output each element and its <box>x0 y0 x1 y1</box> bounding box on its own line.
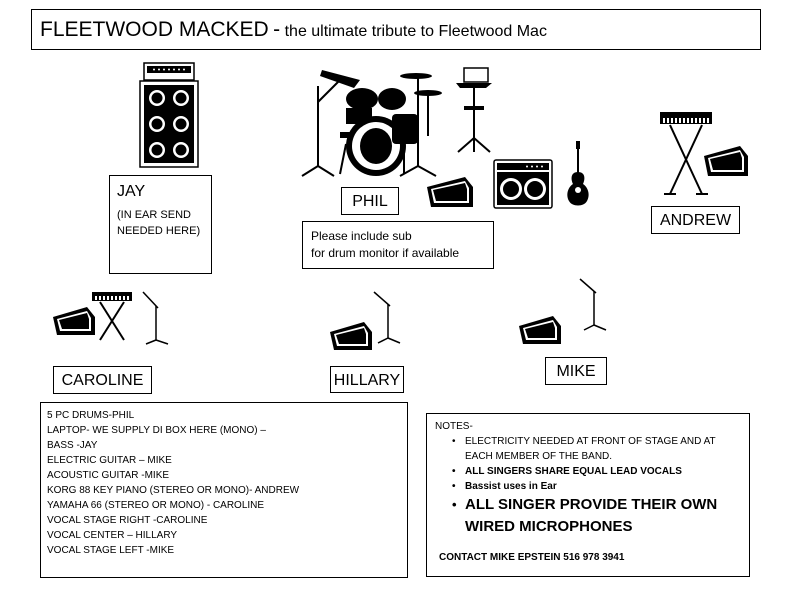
hillary-monitor-wedge-icon <box>330 322 372 350</box>
drum-kit-icon <box>301 70 442 177</box>
input-line: LAPTOP- WE SUPPLY DI BOX HERE (MONO) – <box>47 425 266 436</box>
laptop-stand-icon <box>456 67 492 153</box>
input-line: BASS -JAY <box>47 440 98 451</box>
jay-label-box: JAY (IN EAR SEND NEEDED HERE) <box>109 175 212 274</box>
hillary-mic-stand-icon <box>373 291 401 344</box>
input-list-box: 5 PC DRUMS-PHIL LAPTOP- WE SUPPLY DI BOX… <box>40 402 408 578</box>
input-line: ELECTRIC GUITAR – MIKE <box>47 455 172 466</box>
title-subtitle: the ultimate tribute to Fleetwood Mac <box>284 23 547 40</box>
bullet-icon: • <box>452 497 457 512</box>
phil-note-line-1: Please include sub <box>311 229 412 243</box>
caroline-name: CAROLINE <box>53 366 152 394</box>
guitar-amp-icon <box>493 159 553 209</box>
note-line: ALL SINGERS SHARE EQUAL LEAD VOCALS <box>465 466 682 477</box>
caroline-mic-stand-icon <box>142 291 169 345</box>
note-line: ELECTRICITY NEEDED AT FRONT OF STAGE AND… <box>465 436 716 447</box>
note-item: • ALL SINGER PROVIDE THEIR OWN WIRED MIC… <box>435 494 749 538</box>
input-line: VOCAL STAGE RIGHT -CAROLINE <box>47 515 208 526</box>
acoustic-guitar-icon <box>567 141 589 206</box>
input-line: KORG 88 KEY PIANO (STEREO OR MONO)- ANDR… <box>47 485 300 496</box>
phil-note-line-2: for drum monitor if available <box>311 246 460 260</box>
notes-box: NOTES- • ELECTRICITY NEEDED AT FRONT OF … <box>426 413 750 577</box>
mike-monitor-wedge-icon <box>519 316 561 344</box>
note-item: • ELECTRICITY NEEDED AT FRONT OF STAGE A… <box>435 434 749 464</box>
note-line: WIRED MICROPHONES <box>465 518 633 535</box>
title-box: FLEETWOOD MACKED - the ultimate tribute … <box>31 9 761 50</box>
phil-monitor-wedge-icon <box>427 177 473 207</box>
bullet-icon: • <box>452 466 456 477</box>
andrew-name: ANDREW <box>651 206 740 234</box>
mike-mic-stand-icon <box>579 278 607 331</box>
mike-name: MIKE <box>545 357 607 385</box>
input-line: ACOUSTIC GUITAR -MIKE <box>47 470 170 481</box>
contact-line: CONTACT MIKE EPSTEIN 516 978 3941 <box>439 552 625 563</box>
andrew-keyboard-stand-icon <box>660 112 712 195</box>
andrew-monitor-wedge-icon <box>704 146 748 176</box>
note-item: • Bassist uses in Ear <box>435 479 749 494</box>
note-line: ALL SINGER PROVIDE THEIR OWN <box>465 496 718 513</box>
note-line: Bassist uses in Ear <box>465 481 557 492</box>
notes-header: NOTES- <box>435 421 473 432</box>
jay-name: JAY <box>117 183 146 200</box>
phil-note-box: Please include sub for drum monitor if a… <box>302 221 494 269</box>
bullet-icon: • <box>452 481 456 492</box>
input-line: VOCAL STAGE LEFT -MIKE <box>47 545 175 556</box>
bullet-icon: • <box>452 436 456 447</box>
jay-note-line-2: NEEDED HERE) <box>117 225 201 237</box>
caroline-monitor-wedge-icon <box>53 307 95 335</box>
note-line: EACH MEMBER OF THE BAND. <box>465 451 613 462</box>
jay-note-line-1: (IN EAR SEND <box>117 209 191 221</box>
input-line: YAMAHA 66 (STEREO OR MONO) - CAROLINE <box>47 500 265 511</box>
title-separator: - <box>273 18 281 41</box>
band-name: FLEETWOOD MACKED <box>40 18 269 41</box>
bass-amp-cabinet-icon <box>139 62 199 168</box>
note-item: • ALL SINGERS SHARE EQUAL LEAD VOCALS <box>435 464 749 479</box>
input-line: 5 PC DRUMS-PHIL <box>47 410 135 421</box>
caroline-keyboard-stand-icon <box>92 292 132 341</box>
input-line: VOCAL CENTER – HILLARY <box>47 530 178 541</box>
hillary-name: HILLARY <box>330 366 404 393</box>
phil-name: PHIL <box>341 187 399 215</box>
